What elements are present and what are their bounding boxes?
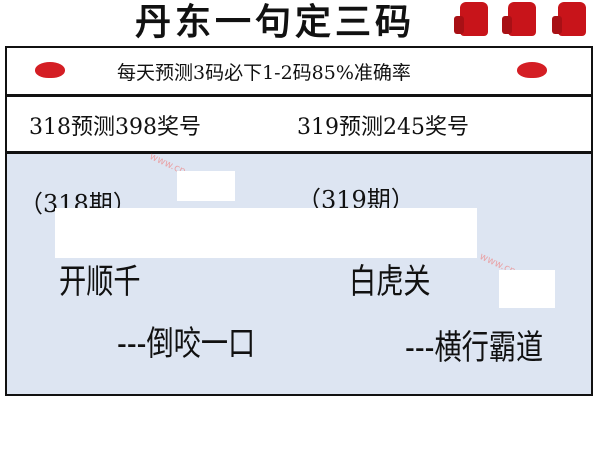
redaction <box>177 171 235 201</box>
prediction-319: 319预测245奖号 <box>297 115 469 140</box>
period-318-tagline: ---倒咬一口 <box>117 324 256 364</box>
period-319-tagline: ---横行霸道 <box>405 328 544 368</box>
content-frame <box>5 46 593 396</box>
prediction-row: 318预测398奖号 319预测245奖号 <box>7 97 591 154</box>
title-bar: 丹东一句定三码 <box>0 0 600 46</box>
redaction <box>55 208 477 258</box>
banner-text: 每天预测3码必下1-2码85%准确率 <box>117 62 411 84</box>
thumbs-up-icon <box>502 2 536 36</box>
thumbs-up-icon <box>454 2 488 36</box>
thumbs-up-icon <box>552 2 586 36</box>
lottery-logo-icon <box>517 62 547 78</box>
lottery-logo-icon <box>35 62 65 78</box>
period-319-phrase: 白虎关 <box>349 262 431 302</box>
period-318-phrase: 开顺千 <box>59 262 141 302</box>
page-title: 丹东一句定三码 <box>135 2 416 43</box>
clue-panel: www.cp.com www.cp.com （318期） （319期） 开顺千 … <box>7 151 591 394</box>
redaction <box>499 270 555 308</box>
prediction-318: 318预测398奖号 <box>29 115 201 140</box>
banner-row: 每天预测3码必下1-2码85%准确率 <box>7 48 591 97</box>
